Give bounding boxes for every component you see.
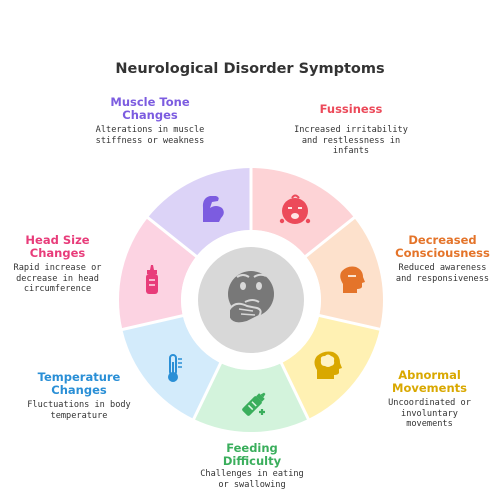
abnormal-desc-2: involuntary	[401, 408, 458, 419]
label-abnormal-movements: Abnormal Movements Uncoordinated or invo…	[372, 369, 487, 430]
feeding-desc-1: Challenges in eating	[200, 469, 304, 479]
head-size-desc-1: Rapid increase or	[13, 263, 102, 273]
consciousness-title-1: Decreased	[408, 233, 477, 247]
muscle-tone-desc-1: Alterations in muscle	[95, 125, 205, 135]
head-size-title-2: Changes	[29, 246, 86, 260]
head-profile-icon	[340, 266, 365, 293]
feeding-title-1: Feeding	[226, 441, 278, 455]
segment-divider	[316, 313, 383, 332]
baby-bottle-icon	[146, 265, 158, 294]
label-muscle-tone: Muscle Tone Changes Alterations in muscl…	[85, 96, 215, 146]
fussiness-desc-1: Increased irritability	[294, 125, 408, 135]
segment-divider	[279, 360, 311, 422]
diagram-title: Neurological Disorder Symptoms	[115, 61, 385, 77]
flexed-bicep-icon	[202, 196, 224, 222]
abnormal-desc-3: movements	[406, 419, 453, 429]
fussiness-title-1: Fussiness	[319, 102, 383, 116]
consciousness-desc-1: Reduced awareness	[398, 263, 487, 273]
brain-head-icon	[314, 351, 342, 379]
baby-bottle-plus-icon	[242, 392, 266, 416]
muscle-tone-title-1: Muscle Tone	[110, 95, 190, 109]
muscle-tone-desc-2: stiffness or weakness	[95, 135, 205, 146]
face-with-hand-over-mouth-icon	[228, 271, 274, 325]
head-size-title-1: Head Size	[25, 233, 90, 247]
segment-head-size	[119, 217, 197, 330]
temperature-title-1: Temperature	[37, 370, 121, 384]
temperature-desc-1: Fluctuations in body	[27, 400, 131, 410]
crying-baby-icon	[279, 194, 311, 224]
segment-feeding	[193, 363, 309, 433]
abnormal-desc-1: Uncoordinated or	[388, 398, 471, 408]
segment-divider	[191, 360, 223, 422]
label-temperature: Temperature Changes Fluctuations in body…	[14, 371, 144, 421]
temperature-desc-2: temperature	[50, 410, 108, 421]
label-feeding-difficulty: Feeding Difficulty Challenges in eating …	[187, 442, 317, 490]
feeding-desc-2: or swallowing	[218, 479, 286, 490]
consciousness-desc-2: and responsiveness	[395, 273, 490, 284]
segment-temperature	[122, 315, 221, 419]
feeding-title-2: Difficulty	[222, 454, 282, 468]
segment-divider	[145, 215, 199, 259]
label-fussiness: Fussiness Increased irritability and res…	[286, 103, 416, 157]
thermometer-icon	[168, 354, 182, 382]
segment-muscle-tone	[147, 168, 251, 257]
muscle-tone-title-2: Changes	[122, 108, 178, 122]
consciousness-title-2: Consciousness	[395, 246, 490, 260]
temperature-title-2: Changes	[51, 383, 107, 397]
head-size-desc-2: decrease in head	[16, 273, 99, 284]
fussiness-desc-3: infants	[332, 146, 370, 156]
abnormal-title-2: Movements	[392, 381, 467, 395]
segment-divider	[120, 313, 186, 332]
segment-divider	[303, 215, 357, 259]
abnormal-title-1: Abnormal	[398, 368, 461, 382]
fussiness-desc-2: and restlessness in	[301, 135, 401, 146]
label-head-size: Head Size Changes Rapid increase or decr…	[0, 234, 115, 295]
label-consciousness: Decreased Consciousness Reduced awarenes…	[385, 234, 500, 284]
head-size-desc-3: circumference	[23, 284, 92, 294]
